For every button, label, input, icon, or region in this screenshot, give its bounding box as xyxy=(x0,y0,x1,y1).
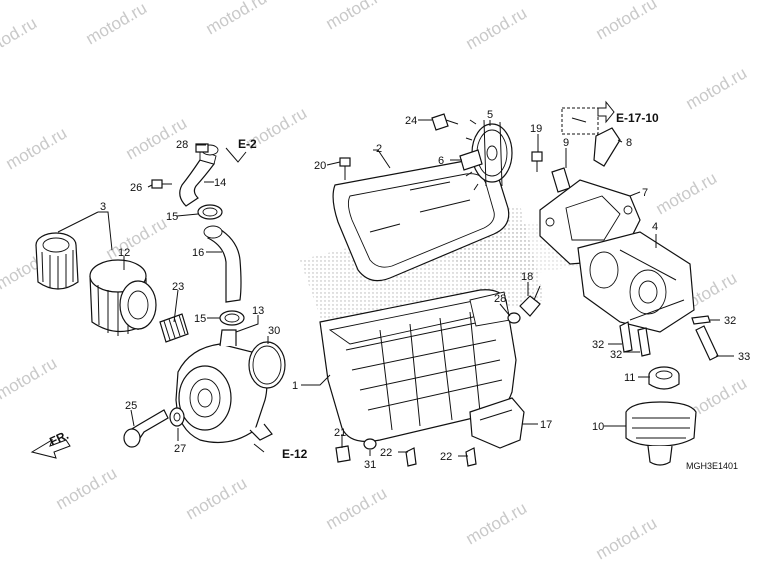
washer-28[interactable] xyxy=(507,312,521,324)
watermark: motod.ru xyxy=(53,463,121,513)
oil-pan-gasket[interactable] xyxy=(332,159,510,282)
watermark: motod.ru xyxy=(683,63,751,113)
watermark: motod.ru xyxy=(323,0,391,33)
callout-13: 13 xyxy=(252,305,264,317)
bolt-9[interactable] xyxy=(551,167,571,193)
callout-21: 21 xyxy=(334,427,346,439)
callout-32: 32 xyxy=(610,349,622,361)
callout-31: 31 xyxy=(364,459,376,471)
callout-16: 16 xyxy=(192,247,204,259)
callout-23: 23 xyxy=(172,281,184,293)
callout-22: 22 xyxy=(440,451,452,463)
watermark: motod.ru xyxy=(463,498,531,548)
callout-33: 33 xyxy=(738,351,750,363)
clip-28[interactable] xyxy=(195,143,209,153)
e2-pointer xyxy=(225,147,247,163)
fr-arrow xyxy=(30,438,71,459)
bolt-20[interactable] xyxy=(339,157,351,180)
filter-stud[interactable] xyxy=(159,313,189,343)
callout-25: 25 xyxy=(125,400,137,412)
bolt-24[interactable] xyxy=(431,113,459,131)
callout-27: 27 xyxy=(174,443,186,455)
oil-pump-chain[interactable] xyxy=(459,119,503,187)
reference-box xyxy=(561,107,599,135)
callout-22: 22 xyxy=(380,447,392,459)
callout-28: 28 xyxy=(494,293,506,305)
callout-5: 5 xyxy=(487,109,493,121)
oil-filter[interactable] xyxy=(89,259,157,336)
leader-lines xyxy=(57,119,734,457)
callout-10: 10 xyxy=(592,421,604,433)
oil-pan[interactable] xyxy=(319,289,517,443)
callout-8: 8 xyxy=(626,137,632,149)
cooler-bolt[interactable] xyxy=(123,409,169,448)
callout-11: 11 xyxy=(624,372,635,384)
breather-hose[interactable] xyxy=(179,144,219,207)
sealing-washer[interactable] xyxy=(169,407,185,427)
bolt-26[interactable] xyxy=(151,179,172,189)
e1710-arrow xyxy=(597,100,615,124)
callout-1: 1 xyxy=(292,380,298,392)
watermark: motod.ru xyxy=(463,3,531,53)
oil-strainer[interactable] xyxy=(625,401,697,466)
watermark: motod.ru xyxy=(203,0,271,38)
drain-washer[interactable] xyxy=(363,438,377,450)
watermark: motod.ru xyxy=(3,123,71,173)
callout-9: 9 xyxy=(563,137,569,149)
callout-15: 15 xyxy=(194,313,206,325)
watermark: motod.ru xyxy=(183,473,251,523)
callout-19: 19 xyxy=(530,123,542,135)
bolt-22a[interactable] xyxy=(405,447,417,467)
callout-32: 32 xyxy=(592,339,604,351)
callout-7: 7 xyxy=(642,187,648,199)
pump-bolt-32b[interactable] xyxy=(619,321,633,353)
callout-6: 6 xyxy=(438,155,444,167)
hose-clamp-lower[interactable] xyxy=(219,310,245,326)
callout-4: 4 xyxy=(652,221,658,233)
watermark: motod.ru xyxy=(0,13,40,63)
ref-e12[interactable]: E-12 xyxy=(282,447,308,461)
ref-e2[interactable]: E-2 xyxy=(238,137,257,151)
watermark: motod.ru xyxy=(103,213,171,263)
callout-2: 2 xyxy=(376,143,382,155)
ref-e1710[interactable]: E-17-10 xyxy=(616,111,659,125)
oil-pump[interactable] xyxy=(577,231,695,333)
callout-18: 18 xyxy=(521,271,533,283)
oil-level-sensor[interactable] xyxy=(519,285,541,317)
callout-20: 20 xyxy=(314,160,326,172)
callout-15: 15 xyxy=(166,211,178,223)
diagram-code: MGH3E1401 xyxy=(686,461,738,471)
watermark: motod.ru xyxy=(653,168,721,218)
oil-cooler-hose[interactable] xyxy=(203,225,242,303)
callout-26: 26 xyxy=(130,182,142,194)
watermark: motod.ru xyxy=(593,513,661,563)
pump-bolt-33[interactable] xyxy=(695,325,719,361)
callout-14: 14 xyxy=(214,177,226,189)
strainer-guide[interactable] xyxy=(593,127,621,167)
callout-24: 24 xyxy=(405,115,417,127)
callout-30: 30 xyxy=(268,325,280,337)
watermark: motod.ru xyxy=(83,0,151,48)
hose-clamp-upper[interactable] xyxy=(197,204,223,220)
oil-cooler[interactable] xyxy=(175,329,273,443)
strainer-seal[interactable] xyxy=(648,366,680,390)
callout-3: 3 xyxy=(100,201,106,213)
pump-bolt-32a[interactable] xyxy=(691,315,711,325)
bolt-22b[interactable] xyxy=(465,447,477,467)
pump-bolt-32c[interactable] xyxy=(637,327,651,357)
bolt-19[interactable] xyxy=(531,151,543,172)
callout-28: 28 xyxy=(176,139,188,151)
watermark: motod.ru xyxy=(0,353,60,403)
oil-filter-cap[interactable] xyxy=(35,232,79,290)
oil-pan-bracket[interactable] xyxy=(469,397,525,449)
watermark: motod.ru xyxy=(323,483,391,533)
watermark: motod.ru xyxy=(593,0,661,43)
callout-17: 17 xyxy=(540,419,552,431)
cooler-o-ring[interactable] xyxy=(248,341,286,389)
callout-12: 12 xyxy=(118,247,130,259)
callout-32: 32 xyxy=(724,315,736,327)
